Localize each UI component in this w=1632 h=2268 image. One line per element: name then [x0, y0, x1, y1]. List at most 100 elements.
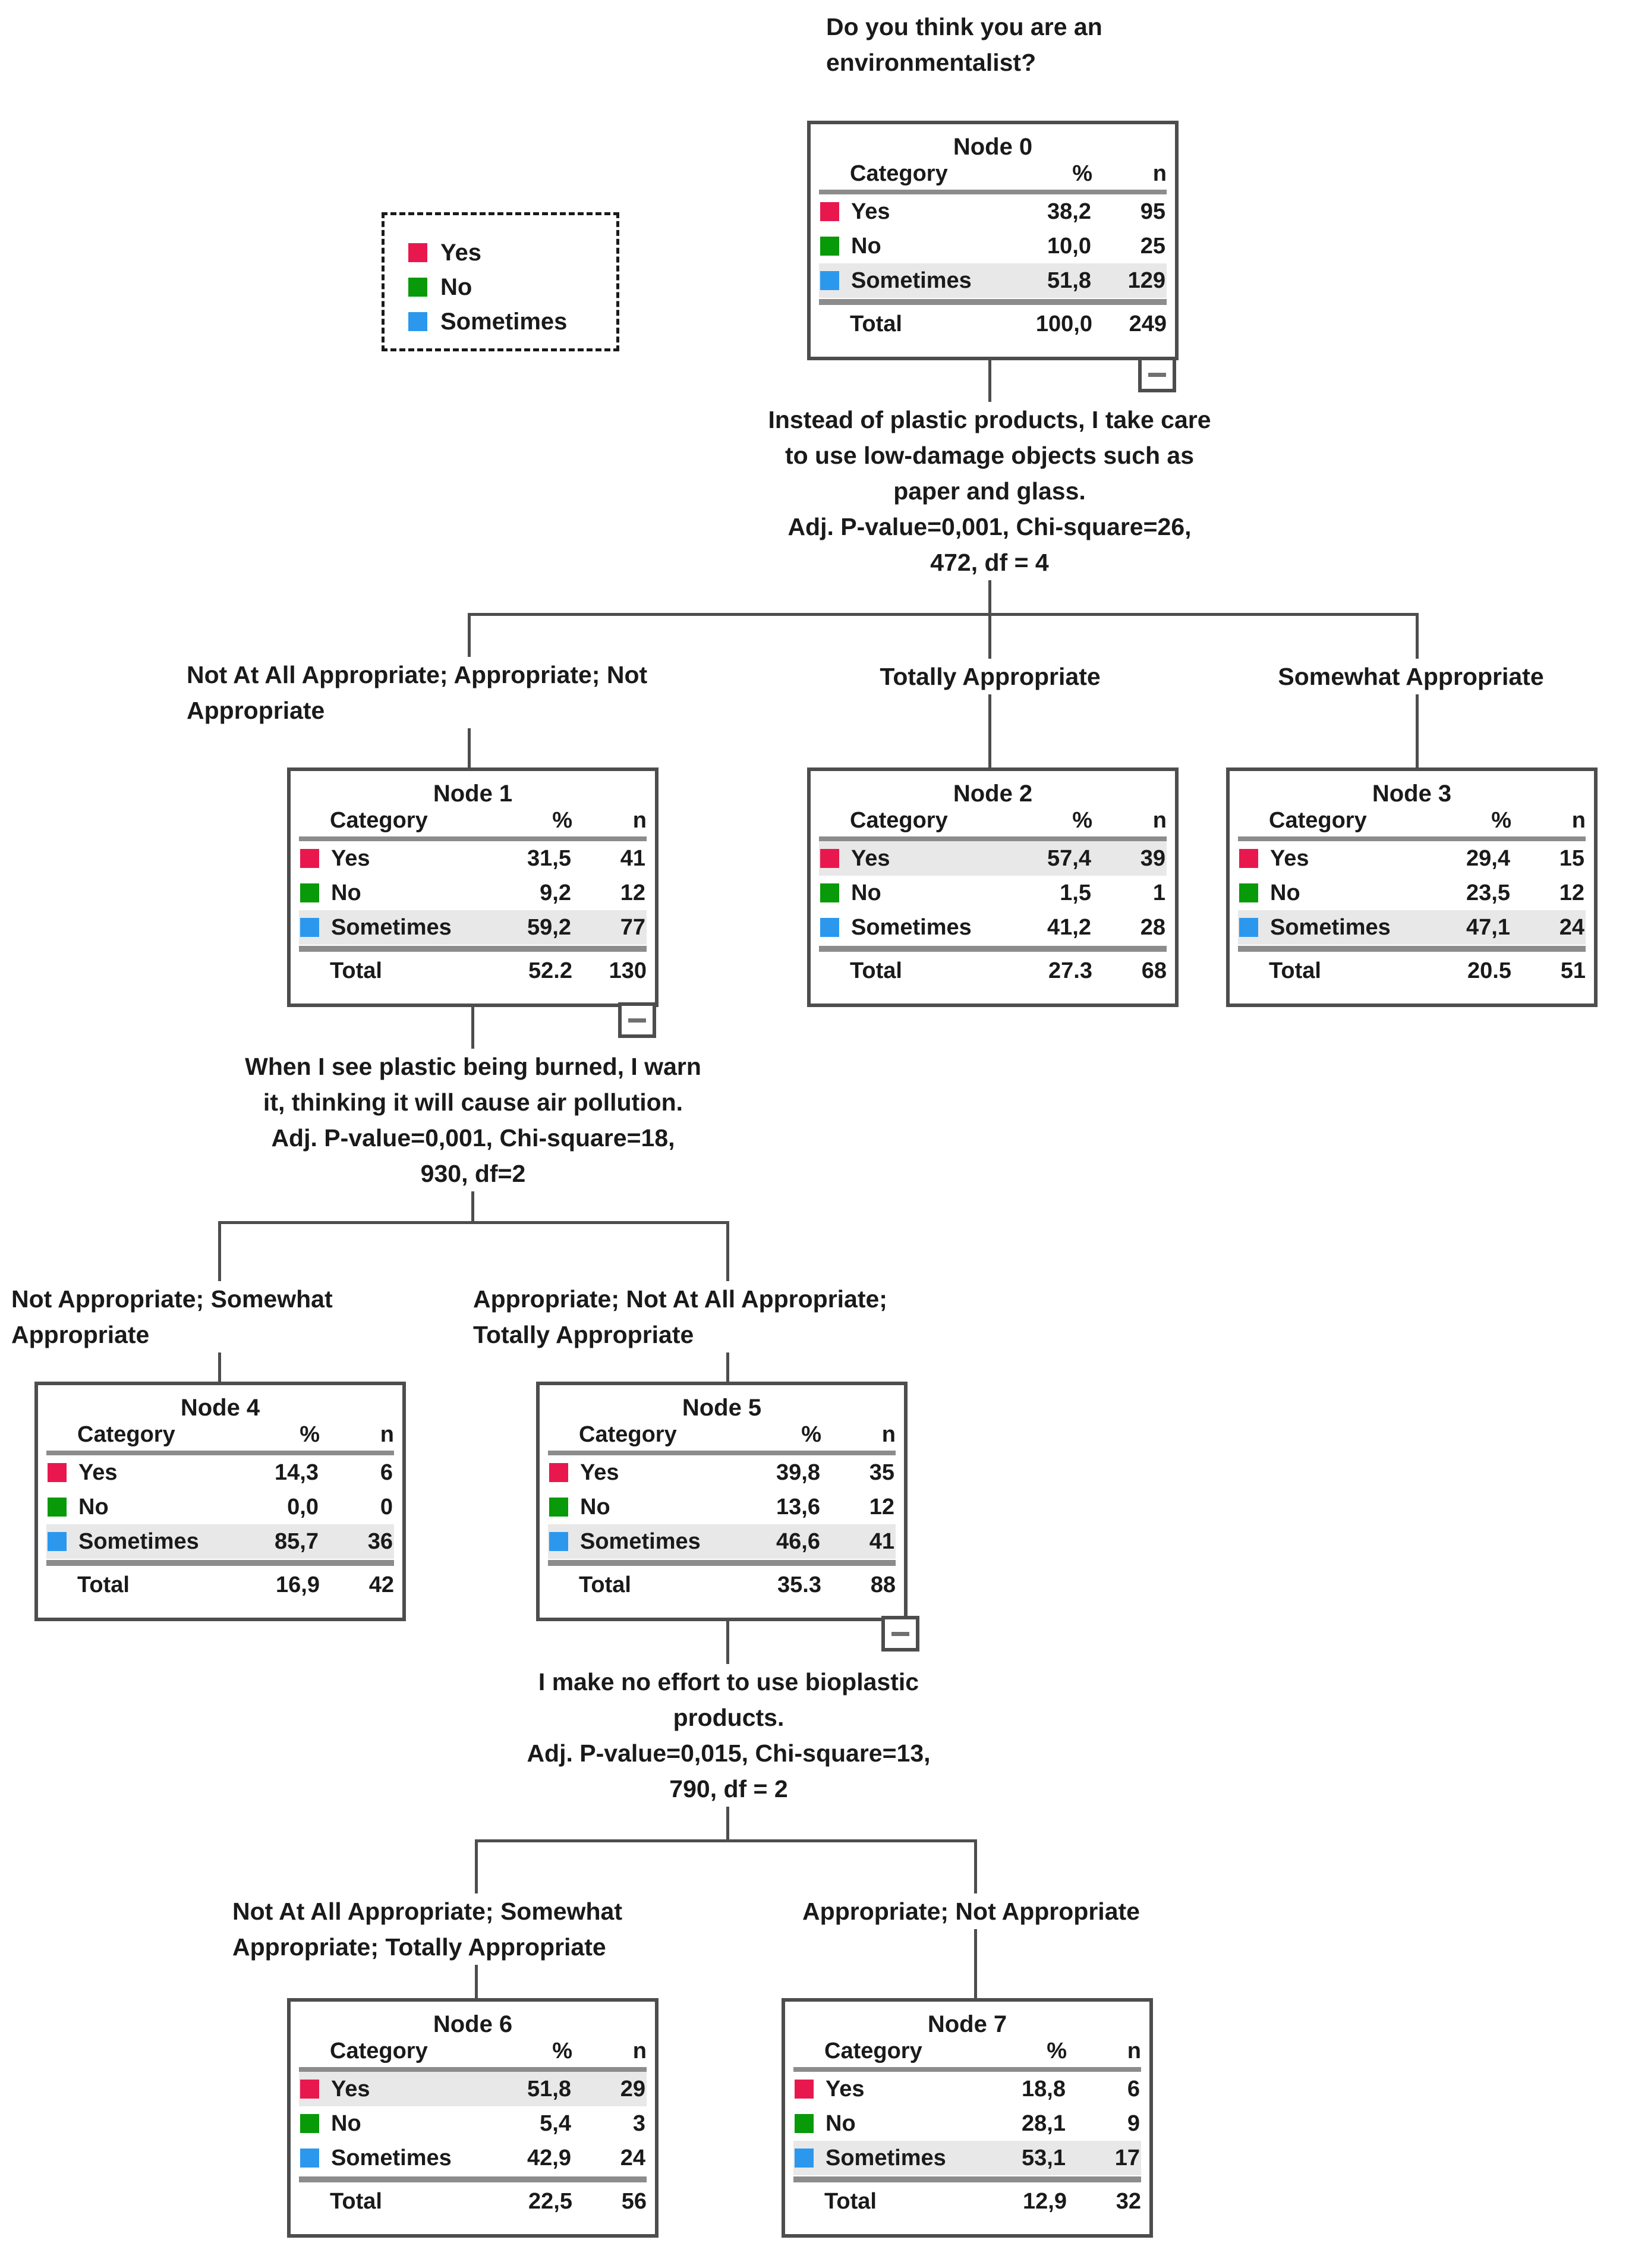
yes-color-swatch — [549, 1463, 568, 1482]
total-n: 88 — [870, 1572, 896, 1597]
root-question-line: environmentalist? — [826, 49, 1036, 76]
column-header-percent: % — [300, 1421, 320, 1447]
row-category: Sometimes — [331, 914, 452, 940]
row-n: 29 — [620, 2076, 645, 2102]
row-category: Yes — [331, 2076, 370, 2102]
row-percent: 31,5 — [527, 845, 571, 871]
total-label: Total — [850, 311, 902, 336]
row-n: 36 — [367, 1528, 393, 1554]
row-percent: 51,8 — [527, 2076, 571, 2102]
row-percent: 23,5 — [1466, 880, 1510, 905]
connector-rail-1 — [468, 613, 1419, 616]
total-label: Total — [1269, 958, 1321, 983]
split-rule-line: I make no effort to use bioplastic — [538, 1668, 919, 1696]
yes-color-swatch — [820, 849, 839, 868]
row-category: Yes — [826, 2076, 865, 2102]
column-header-category: Category — [77, 1421, 175, 1447]
branch-label-line: Totally Appropriate — [473, 1321, 694, 1348]
root-question: Do you think you are an environmentalist… — [826, 9, 1102, 80]
node-1-collapse-button[interactable] — [618, 1002, 656, 1038]
branch-label-line: Appropriate; Not At All Appropriate; — [473, 1285, 887, 1313]
table-row: Yes 31,5 41 — [299, 841, 647, 876]
column-header-n: n — [1152, 807, 1167, 833]
row-percent: 53,1 — [1022, 2145, 1066, 2171]
row-percent: 39,8 — [776, 1459, 820, 1485]
node-4: Node 4 Category % n Yes 14,3 6 No 0,0 0 … — [34, 1382, 406, 1621]
split-rule-line: Adj. P-value=0,001, Chi-square=18, — [271, 1124, 675, 1152]
column-header-category: Category — [330, 2038, 428, 2063]
no-color-swatch — [300, 883, 319, 902]
column-header-percent: % — [1491, 807, 1511, 833]
branch-label-line: Appropriate — [187, 697, 325, 724]
table-row: No 23,5 12 — [1238, 876, 1586, 910]
total-percent: 35.3 — [777, 1572, 821, 1597]
no-color-swatch — [820, 237, 839, 256]
total-label: Total — [824, 2188, 877, 2214]
sometimes-color-swatch — [408, 312, 427, 331]
branch-label-line: Totally Appropriate — [880, 663, 1101, 690]
node-table-header: Category % n — [299, 2035, 647, 2072]
row-n: 9 — [1127, 2110, 1140, 2136]
column-header-n: n — [881, 1421, 896, 1447]
branch-label-node3: Somewhat Appropriate — [1272, 659, 1550, 694]
sometimes-color-swatch — [1239, 918, 1258, 937]
branch-label-node6: Not At All Appropriate; Somewhat Appropr… — [232, 1893, 622, 1965]
total-label: Total — [330, 2188, 382, 2214]
row-n: 12 — [1559, 880, 1584, 905]
branch-label-node4: Not Appropriate; Somewhat Appropriate — [11, 1281, 333, 1352]
no-color-swatch — [48, 1498, 67, 1517]
legend-label: Sometimes — [440, 308, 568, 335]
total-n: 130 — [609, 958, 647, 983]
total-label: Total — [330, 958, 382, 983]
table-row: Yes 51,8 29 — [299, 2072, 647, 2106]
row-n: 24 — [620, 2145, 645, 2171]
node-table-header: Category % n — [793, 2035, 1141, 2072]
row-category: No — [851, 233, 881, 259]
row-n: 6 — [380, 1459, 393, 1485]
no-color-swatch — [1239, 883, 1258, 902]
node-7: Node 7 Category % n Yes 18,8 6 No 28,1 9… — [782, 1998, 1153, 2238]
table-row: Sometimes 85,7 36 — [46, 1524, 394, 1559]
total-percent: 27.3 — [1048, 958, 1092, 983]
row-n: 17 — [1114, 2145, 1140, 2171]
split-rule-line: 790, df = 2 — [669, 1775, 788, 1803]
sometimes-color-swatch — [820, 918, 839, 937]
row-percent: 51,8 — [1047, 268, 1091, 293]
split-rule-line: to use low-damage objects such as — [785, 442, 1195, 469]
node-0-collapse-button[interactable] — [1138, 357, 1176, 392]
yes-color-swatch — [408, 243, 427, 262]
row-n: 95 — [1140, 199, 1165, 224]
node-title: Node 2 — [953, 781, 1033, 807]
node-table-header: Category % n — [1238, 804, 1586, 841]
row-category: Yes — [580, 1459, 619, 1485]
node-5-collapse-button[interactable] — [881, 1616, 919, 1652]
legend-label: Yes — [440, 239, 481, 266]
row-n: 24 — [1559, 914, 1584, 940]
table-row: No 28,1 9 — [793, 2106, 1141, 2141]
row-n: 0 — [380, 1494, 393, 1520]
total-percent: 20.5 — [1467, 958, 1511, 983]
split-rule-node1: When I see plastic being burned, I warn … — [239, 1049, 707, 1191]
row-percent: 42,9 — [527, 2145, 571, 2171]
table-row: Sometimes 42,9 24 — [299, 2141, 647, 2175]
table-row: Yes 29,4 15 — [1238, 841, 1586, 876]
root-question-line: Do you think you are an — [826, 13, 1102, 40]
split-rule-line: paper and glass. — [893, 477, 1086, 505]
row-category: Sometimes — [851, 268, 972, 293]
total-percent: 16,9 — [276, 1572, 320, 1597]
column-header-percent: % — [552, 2038, 572, 2063]
yes-color-swatch — [795, 2080, 814, 2099]
row-category: Sometimes — [851, 914, 972, 940]
table-total-row: Total 52.2 130 — [299, 946, 647, 990]
node-3: Node 3 Category % n Yes 29,4 15 No 23,5 … — [1226, 767, 1598, 1007]
table-row: Sometimes 51,8 129 — [819, 263, 1167, 298]
split-rule-line: When I see plastic being burned, I warn — [245, 1053, 701, 1080]
total-label: Total — [579, 1572, 631, 1597]
split-rule-line: Adj. P-value=0,001, Chi-square=26, — [787, 513, 1192, 540]
row-category: Sometimes — [331, 2145, 452, 2171]
table-row: Sometimes 59,2 77 — [299, 910, 647, 945]
no-color-swatch — [408, 278, 427, 297]
column-header-percent: % — [1072, 161, 1092, 186]
table-total-row: Total 100,0 249 — [819, 299, 1167, 343]
row-category: Sometimes — [826, 2145, 946, 2171]
